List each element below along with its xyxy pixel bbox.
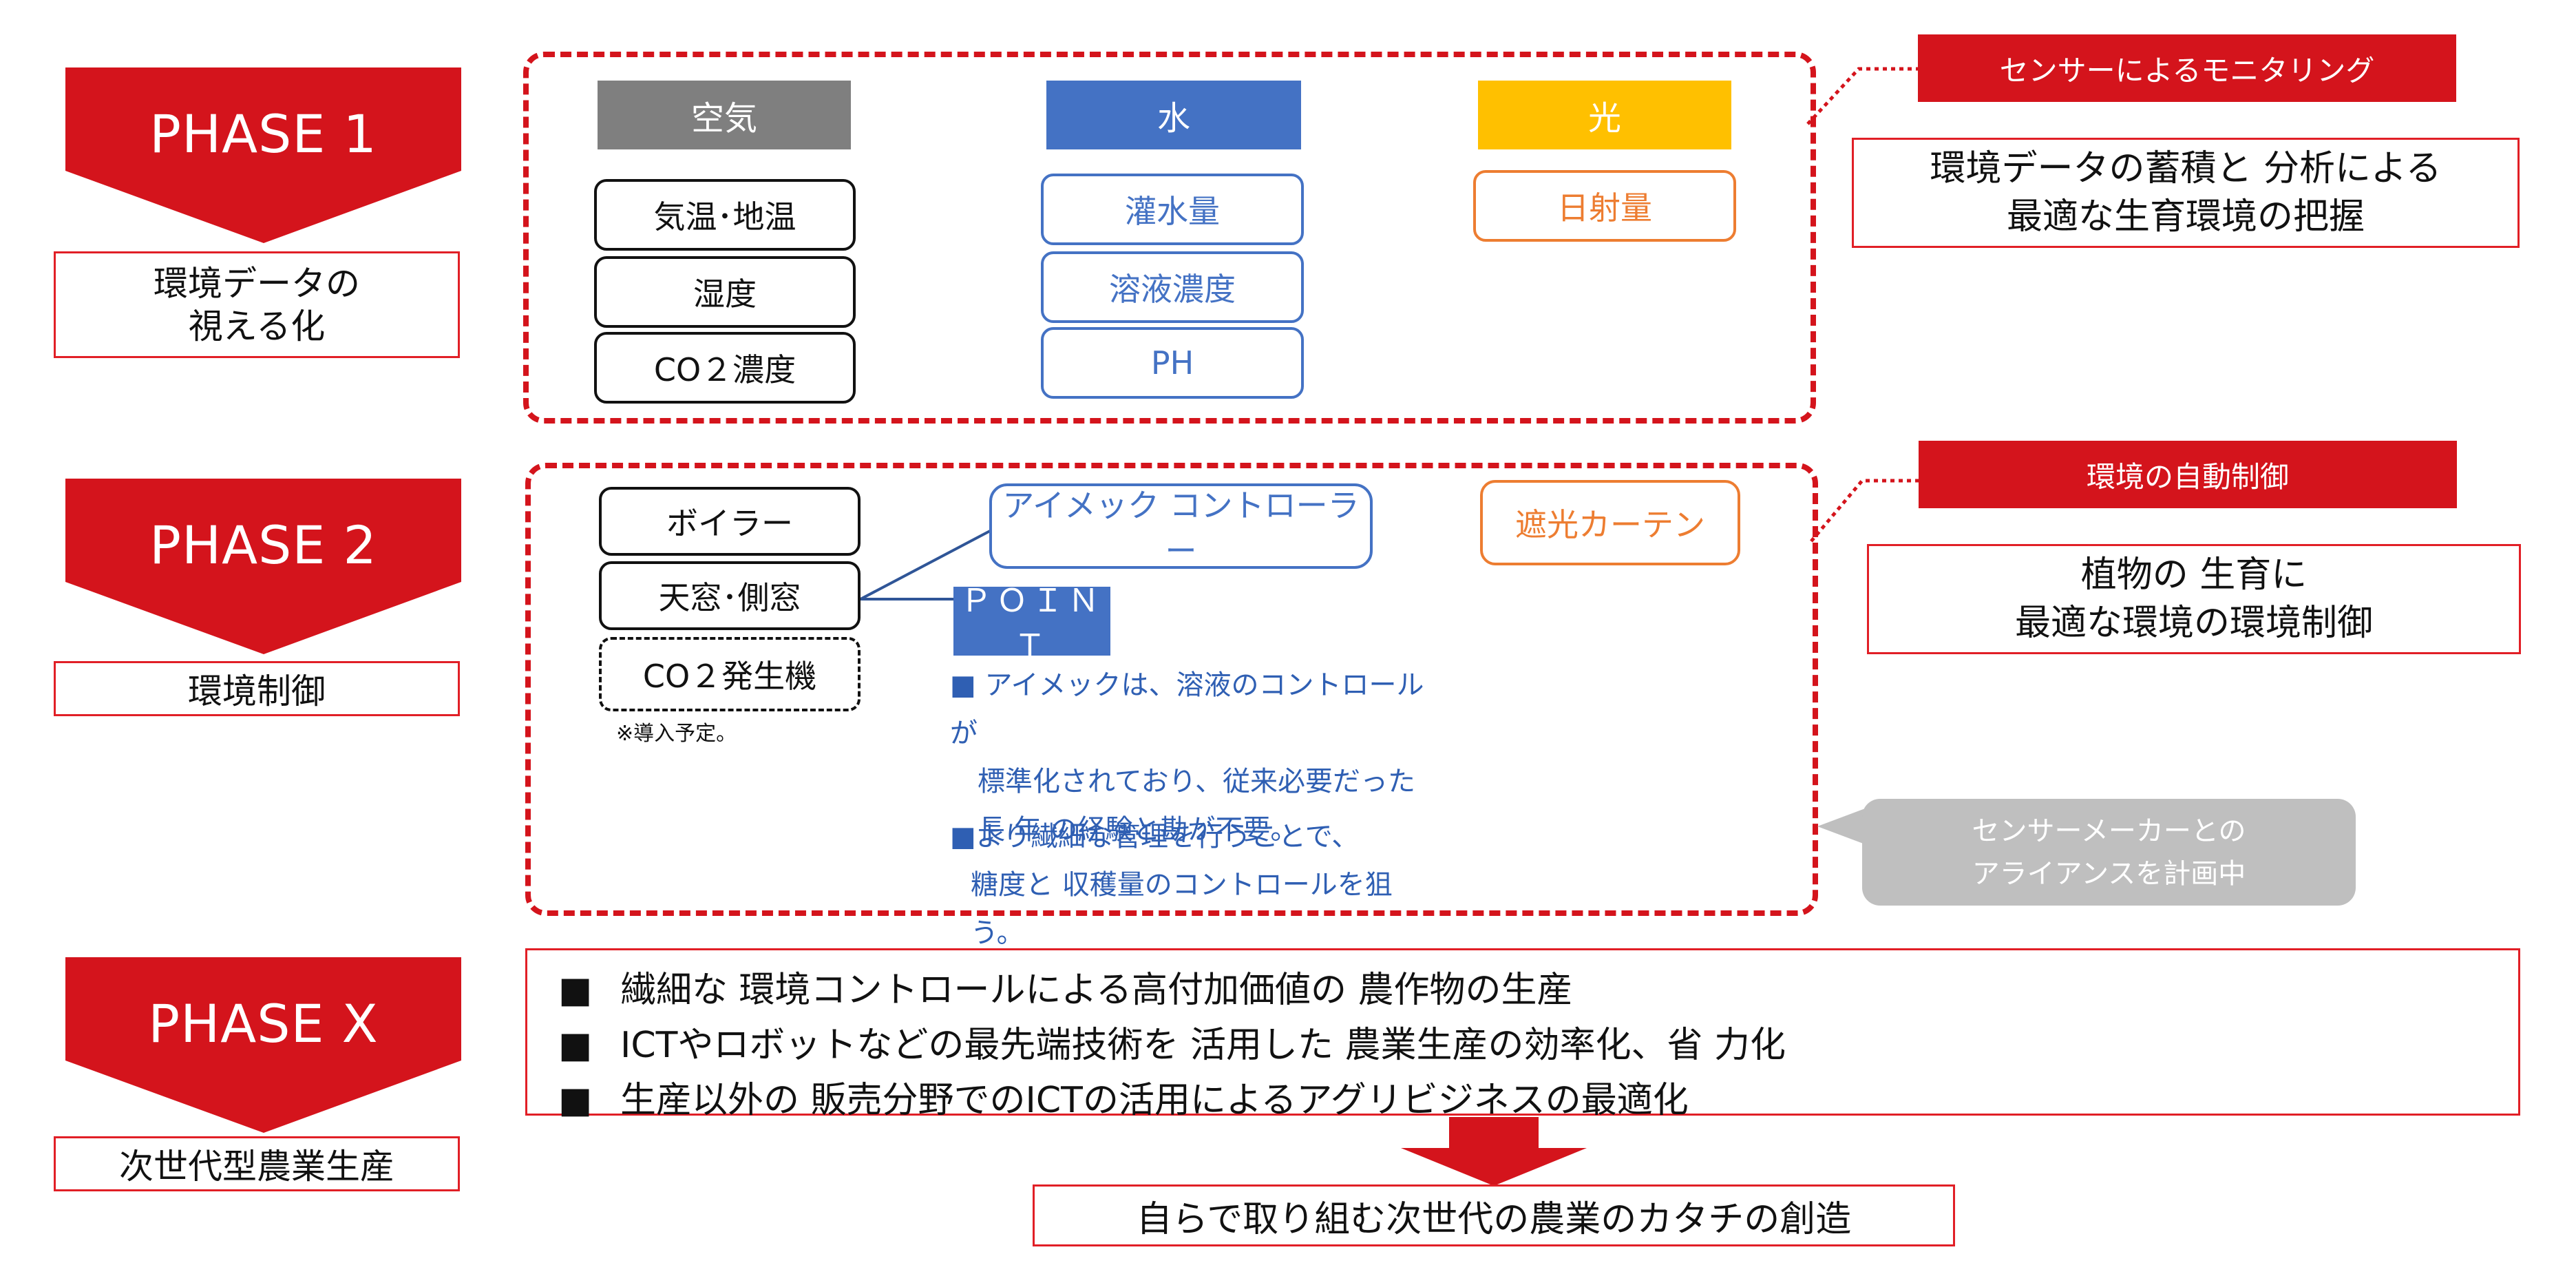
controller-connector: [861, 529, 992, 601]
point-label: ＰＯＩＮＴ: [953, 582, 1110, 665]
bullet-text: 生産以外の 販売分野でのICTの活用によるアグリビジネスの最適化: [620, 1080, 1689, 1121]
phase-1-label: 環境データの 視える化: [54, 251, 460, 358]
phase-2-label: 環境制御: [54, 661, 460, 716]
light-item-solar: 日射量: [1473, 170, 1736, 242]
point-line: ■ アイメックは、溶液のコントロールが: [950, 669, 1424, 749]
controller-box: アイメック コントローラー: [989, 483, 1373, 570]
phase-2-result: 植物の 生育に 最適な環境の環境制御: [1867, 544, 2521, 654]
phase-1-monitoring-panel: [523, 52, 1816, 424]
phase-2-connector: [1810, 479, 1924, 543]
bullet-row: ■ ICTやロボットなどの最先端技術を 活用した 農業生産の効率化、省 力化: [558, 1018, 2518, 1073]
bullet-row: ■ 繊細な 環境コントロールによる高付加価値の 農作物の生産: [558, 963, 2518, 1018]
bullet-marker: ■: [558, 1080, 593, 1121]
phase-1-arrow: [65, 67, 461, 243]
phase-1-title: PHASE 1: [149, 103, 377, 165]
down-arrow: [1401, 1117, 1587, 1186]
phase-2-tag: 環境の自動制御: [1919, 441, 2457, 508]
air-item-co2: CO２濃度: [594, 332, 856, 404]
phase-x-bullet-box: ■ 繊細な 環境コントロールによる高付加価値の 農作物の生産 ■ ICTやロボットな…: [525, 948, 2520, 1121]
phase-2-control-panel: [525, 463, 1818, 916]
device-boiler: ボイラー: [599, 487, 861, 556]
bubble-line: センサーメーカーとの: [1972, 815, 2246, 847]
point-text-1: ■ アイメックは、溶液のコントロールが 標準化されており、従来必要だった 長 年…: [950, 661, 1446, 854]
phase-2-label-line: 環境制御: [188, 671, 326, 711]
phase-1-result-line: 最適な生育環境の把握: [2006, 196, 2365, 238]
water-item-concentration: 溶液濃度: [1041, 251, 1304, 323]
air-header: 空気: [598, 81, 851, 149]
bullet-text: ICTやロボットなどの最先端技術を 活用した 農業生産の効率化、省 力化: [620, 1025, 1786, 1066]
bubble-tail: [1817, 806, 1872, 847]
phase-x-label: 次世代型農業生産: [54, 1136, 460, 1191]
phase-2-result-line: 最適な環境の環境制御: [2014, 603, 2373, 644]
phase-1-result: 環境データの蓄積と 分析による 最適な生育環境の把握: [1852, 138, 2520, 248]
phase-x-title: PHASE X: [148, 993, 379, 1054]
bullet-marker: ■: [558, 970, 593, 1011]
point-line: 標準化されており、従来必要だった: [978, 766, 1415, 797]
phase-2-arrow: [65, 479, 461, 654]
curtain-box: 遮光カーテン: [1480, 480, 1740, 565]
point-text-2: ■より繊細な管理を行うことで、 糖度と 収穫量のコントロールを狙う。: [950, 813, 1446, 957]
phase-2-title: PHASE 2: [149, 514, 377, 576]
point-line: ■より繊細な管理を行うことで、: [950, 821, 1360, 853]
bubble-line: アライアンスを計画中: [1972, 857, 2246, 890]
phase-1-tag: センサーによるモニタリング: [1918, 34, 2456, 102]
air-item-humidity: 湿度: [594, 256, 856, 328]
phase-x-arrow: [65, 957, 461, 1133]
bullet-text: 繊細な 環境コントロールによる高付加価値の 農作物の生産: [620, 970, 1573, 1011]
planned-note: ※導入予定。: [616, 722, 737, 746]
phase-1-result-line: 環境データの蓄積と 分析による: [1930, 148, 2442, 189]
device-co2-generator: CO２発生機: [599, 637, 861, 711]
bullet-row: ■ 生産以外の 販売分野でのICTの活用によるアグリビジネスの最適化: [558, 1073, 2518, 1128]
phase-x-label-line: 次世代型農業生産: [119, 1147, 394, 1187]
phase-1-connector: [1806, 67, 1921, 125]
phase-1-label-line: 視える化: [188, 306, 326, 346]
point-line: 糖度と 収穫量のコントロールを狙う。: [971, 869, 1393, 949]
phase-2-result-line: 植物の 生育に: [2080, 554, 2308, 596]
phase-1-label-line: 環境データの: [154, 263, 360, 304]
water-header: 水: [1046, 81, 1301, 149]
device-windows: 天窓･側窓: [599, 561, 861, 630]
conclusion-box: 自らで取り組む次世代の農業のカタチの創造: [1033, 1184, 1955, 1246]
light-header: 光: [1478, 81, 1731, 149]
water-item-ph: PH: [1041, 327, 1304, 399]
point-line: 長 年 の経験と勘が不要。: [978, 814, 1298, 846]
bullet-marker: ■: [558, 1025, 593, 1066]
air-item-temperature: 気温･地温: [594, 179, 856, 251]
water-item-irrigation: 灌水量: [1041, 174, 1304, 245]
alliance-bubble: センサーメーカーとの アライアンスを計画中: [1862, 799, 2356, 906]
